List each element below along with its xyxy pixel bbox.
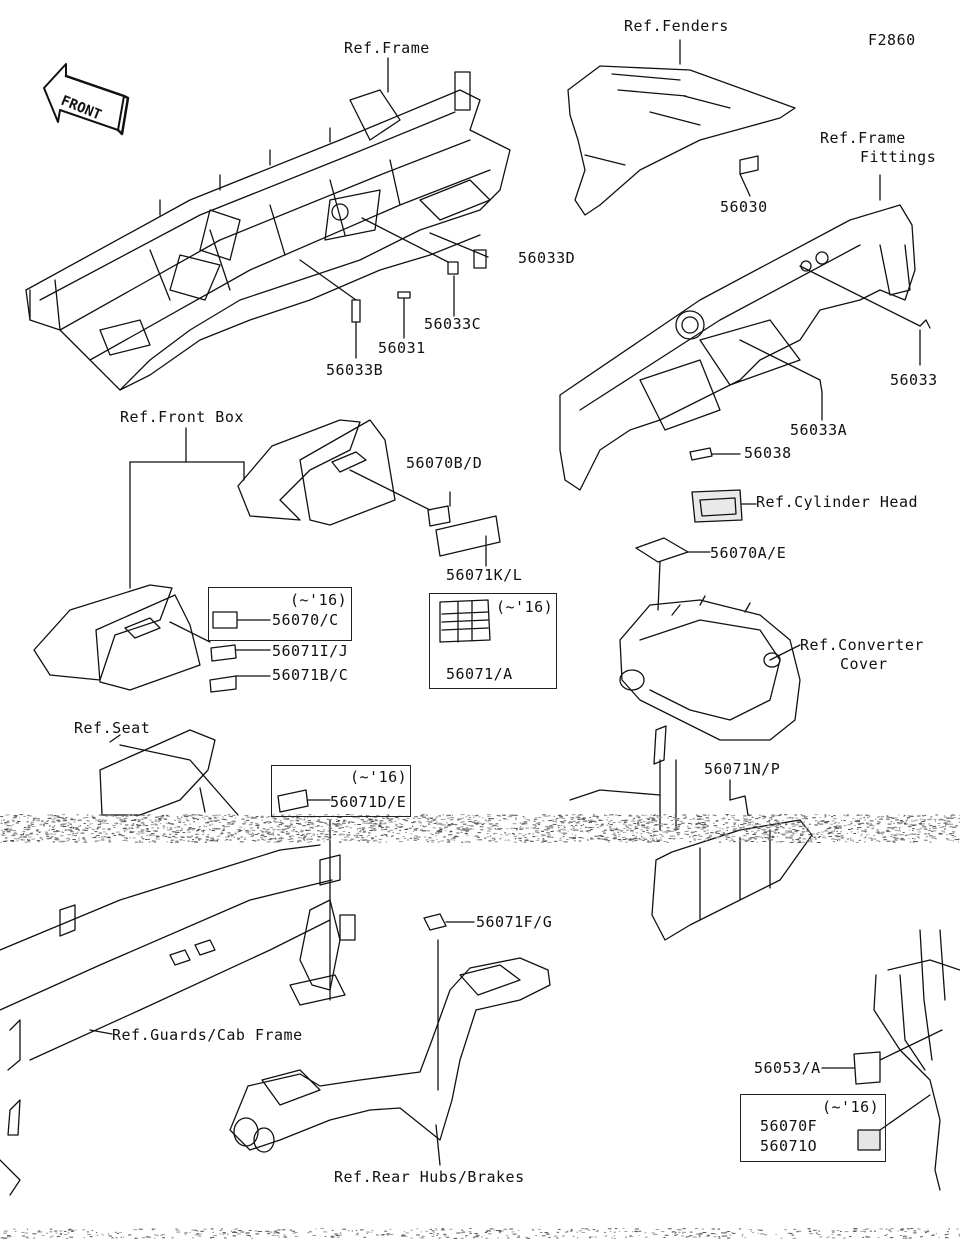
frame-fittings-drawing [559, 174, 931, 491]
part-56070b-d[interactable]: 56070B/D [406, 454, 483, 472]
front-box-upper-drawing [237, 419, 431, 526]
ref-frame-fittings-label-2[interactable]: Fittings [860, 148, 937, 166]
ref-converter-cover-label-2[interactable]: Cover [840, 655, 888, 673]
ref-seat-label[interactable]: Ref.Seat [74, 719, 151, 737]
ref-guards-cab-frame-label[interactable]: Ref.Guards/Cab Frame [112, 1026, 303, 1044]
part-56070-c[interactable]: 56070/C [272, 611, 339, 629]
part-56038[interactable]: 56038 [744, 444, 792, 462]
ref-cylinder-head-label[interactable]: Ref.Cylinder Head [756, 493, 919, 511]
year-box-56071d-e [271, 765, 411, 817]
part-56030[interactable]: 56030 [720, 198, 768, 216]
ref-frame-fittings-label-1[interactable]: Ref.Frame [820, 129, 906, 147]
year-note-1: (~'16) [290, 591, 348, 609]
ref-front-box-label[interactable]: Ref.Front Box [120, 408, 244, 426]
year-note-3: (~'16) [350, 768, 408, 786]
main-frame-drawing [25, 71, 511, 391]
year-box-56071-a [429, 593, 557, 689]
year-note-2: (~'16) [496, 598, 554, 616]
part-56070f[interactable]: 56070F [760, 1117, 818, 1135]
ref-rear-hubs-brakes-label[interactable]: Ref.Rear Hubs/Brakes [334, 1168, 525, 1186]
part-56071b-c[interactable]: 56071B/C [272, 666, 349, 684]
seat-drawing [99, 729, 239, 816]
converter-cover-drawing [619, 595, 801, 741]
part-56033b[interactable]: 56033B [326, 361, 384, 379]
lower-left-frame-drawing [0, 819, 356, 1196]
part-56033c[interactable]: 56033C [424, 315, 482, 333]
ref-frame-label[interactable]: Ref.Frame [344, 39, 430, 57]
roll-cage-drawing [821, 929, 960, 1191]
ref-fenders-label[interactable]: Ref.Fenders [624, 17, 729, 35]
part-56071-a[interactable]: 56071/A [446, 665, 513, 683]
year-box-56070f [740, 1094, 886, 1162]
part-56031[interactable]: 56031 [378, 339, 426, 357]
diagram-id: F2860 [868, 31, 916, 49]
part-56071k-l[interactable]: 56071K/L [446, 566, 523, 584]
label-stickers-right [635, 447, 757, 611]
part-56071i-j[interactable]: 56071I/J [272, 642, 349, 660]
year-note-4: (~'16) [822, 1098, 880, 1116]
part-56071d-e[interactable]: 56071D/E [330, 793, 407, 811]
front-box-bracket [129, 427, 245, 589]
part-56071o[interactable]: 56071O [760, 1137, 818, 1155]
scan-noise-band [0, 814, 960, 843]
bottom-edge-noise [0, 1228, 960, 1239]
part-56071n-p[interactable]: 56071N/P [704, 760, 781, 778]
ref-converter-cover-label-1[interactable]: Ref.Converter [800, 636, 924, 654]
part-56053-a[interactable]: 56053/A [754, 1059, 821, 1077]
year-box-56070-c [208, 587, 352, 641]
part-56033d[interactable]: 56033D [518, 249, 576, 267]
label-stickers-front-box [209, 491, 501, 813]
frame-leaders [299, 57, 489, 359]
front-arrow-icon: FRONT [43, 63, 130, 136]
rear-hubs-drawing [229, 913, 551, 1166]
fender-drawing [567, 39, 796, 216]
part-56033[interactable]: 56033 [890, 371, 938, 389]
part-56070a-e[interactable]: 56070A/E [710, 544, 787, 562]
front-box-lower-drawing [33, 584, 211, 691]
part-56071f-g[interactable]: 56071F/G [476, 913, 553, 931]
part-56033a[interactable]: 56033A [790, 421, 848, 439]
